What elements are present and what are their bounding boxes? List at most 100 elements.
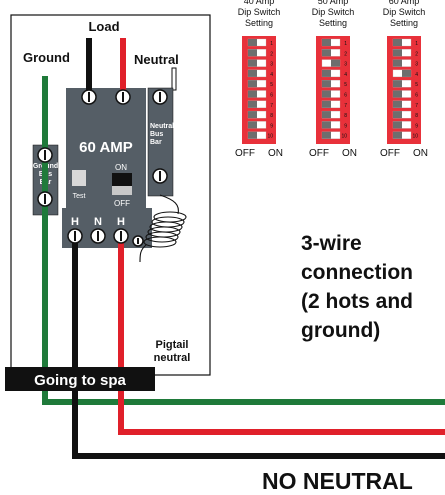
dip-switch-toggle[interactable] [393, 121, 402, 129]
dip-switch-toggle[interactable] [248, 121, 257, 129]
dip-switch-toggle[interactable] [393, 131, 402, 139]
dip-switch-toggle[interactable] [393, 80, 402, 88]
dip-switch-number: 9 [415, 123, 418, 129]
ground-bus-screw-bottom-icon [37, 191, 53, 207]
dip-switch-toggle[interactable] [322, 131, 331, 139]
dip-switch-number: 5 [344, 82, 347, 88]
dip-switch-toggle[interactable] [393, 39, 402, 46]
dip-switch-number: 9 [270, 123, 273, 129]
dip-switch-number: 3 [270, 62, 273, 68]
dip-switch-toggle[interactable] [322, 49, 331, 57]
dip-switch-number: 6 [270, 93, 273, 99]
spa-label: Going to spa [34, 372, 126, 389]
neutral-bus-line-3: Bar [150, 139, 162, 146]
dip-switch-number: 8 [415, 113, 418, 119]
dip-off-label: OFF [309, 148, 329, 159]
dip-off-label: OFF [380, 148, 400, 159]
dip-switch-toggle[interactable] [248, 111, 257, 119]
neutral-bus-line-2: Bus [150, 131, 163, 138]
dip-switch-toggle[interactable] [322, 111, 331, 119]
test-button[interactable] [72, 170, 86, 186]
dip-switch-toggle[interactable] [322, 80, 331, 88]
dip-title-line: Dip Switch [238, 7, 281, 17]
connection-note-line-2: connection [301, 261, 413, 284]
load-screw-left-icon [81, 89, 97, 105]
dip-switch-number: 1 [415, 41, 418, 47]
dip-switch-number: 6 [415, 93, 418, 99]
breaker-body [66, 88, 146, 222]
dip-switch-toggle[interactable] [393, 49, 402, 57]
neutral-wire [171, 67, 177, 91]
dip-switch-toggle[interactable] [393, 90, 402, 98]
dip-switch-number: 1 [270, 41, 273, 47]
dip-switch-toggle[interactable] [248, 131, 257, 139]
dip-switch-toggle[interactable] [248, 100, 257, 108]
dip-switch-toggle[interactable] [322, 90, 331, 98]
dip-switch-number: 4 [344, 72, 347, 78]
neutral-bus-screw-bottom-icon [152, 168, 168, 184]
dip-switch-toggle[interactable] [331, 59, 340, 67]
breaker-switch-lever [112, 186, 132, 195]
terminal-n: N [94, 216, 102, 228]
dip-switch-number: 7 [415, 103, 418, 109]
dip-switch-toggle[interactable] [248, 80, 257, 88]
dip-switch-number: 2 [415, 51, 418, 57]
no-neutral-label: NO NEUTRAL [262, 468, 413, 494]
hot-red-wire [118, 238, 445, 435]
terminal-screw-h-left-icon [67, 228, 83, 244]
dip-title-line: 60 Amp [389, 0, 420, 6]
dip-switch-toggle[interactable] [402, 69, 411, 77]
dip-switch-toggle[interactable] [322, 39, 331, 46]
breaker-on-label: ON [115, 163, 127, 172]
pigtail-screw-icon [132, 235, 144, 247]
dip-switch-number: 4 [415, 72, 418, 78]
dip-switch-toggle[interactable] [248, 39, 257, 46]
dip-switch-toggle[interactable] [248, 59, 257, 67]
dip-switch-toggle[interactable] [322, 100, 331, 108]
connection-note-line-1: 3-wire [301, 232, 362, 255]
screw-terminals [37, 89, 168, 247]
terminal-screw-h-right-icon [113, 228, 129, 244]
neutral-bus-line-1: Neutral [150, 123, 174, 130]
dip-title-line: Dip Switch [312, 7, 355, 17]
dip-switch-number: 7 [270, 103, 273, 109]
dip-switch-toggle[interactable] [322, 121, 331, 129]
dip-switch-toggle[interactable] [248, 49, 257, 57]
breaker-rating: 60 AMP [79, 139, 133, 156]
load-red-wire [120, 38, 126, 90]
dip-title-line: 50 Amp [318, 0, 349, 6]
dip-switch-number: 1 [344, 41, 347, 47]
connection-note-line-4: ground) [301, 319, 380, 342]
terminal-h-right: H [117, 216, 125, 228]
dip-switch-number: 10 [412, 134, 418, 140]
spa-label-box [5, 367, 155, 391]
dip-switch-number: 5 [415, 82, 418, 88]
dip-switch-number: 8 [344, 113, 347, 119]
dip-switch-toggle[interactable] [393, 100, 402, 108]
dip-switch-number: 3 [344, 62, 347, 68]
dip-title-line: Setting [319, 18, 347, 28]
ground-wire [42, 76, 445, 405]
neutral-label: Neutral [134, 52, 179, 67]
dip-switch-toggle[interactable] [393, 111, 402, 119]
dip-switch-toggle[interactable] [322, 69, 331, 77]
load-screw-right-icon [115, 89, 131, 105]
pigtail-label-line-2: neutral [154, 352, 191, 364]
dip-title-line: Setting [390, 18, 418, 28]
dip-off-label: OFF [235, 148, 255, 159]
dip-switch-toggle[interactable] [248, 90, 257, 98]
breaker-off-label: OFF [114, 199, 130, 208]
dip-on-label: ON [268, 148, 283, 159]
dip-switch-number: 4 [270, 72, 273, 78]
dip-title-line: 40 Amp [244, 0, 275, 6]
dip-switch-toggle[interactable] [248, 69, 257, 77]
dip-switch-toggle[interactable] [393, 59, 402, 67]
load-black-wire [86, 38, 92, 90]
dip-switch-number: 7 [344, 103, 347, 109]
test-label: Test [73, 193, 86, 200]
pigtail-label-line-1: Pigtail [155, 339, 188, 351]
dip-switch-number: 8 [270, 113, 273, 119]
connection-note-line-3: (2 hots and [301, 290, 413, 313]
